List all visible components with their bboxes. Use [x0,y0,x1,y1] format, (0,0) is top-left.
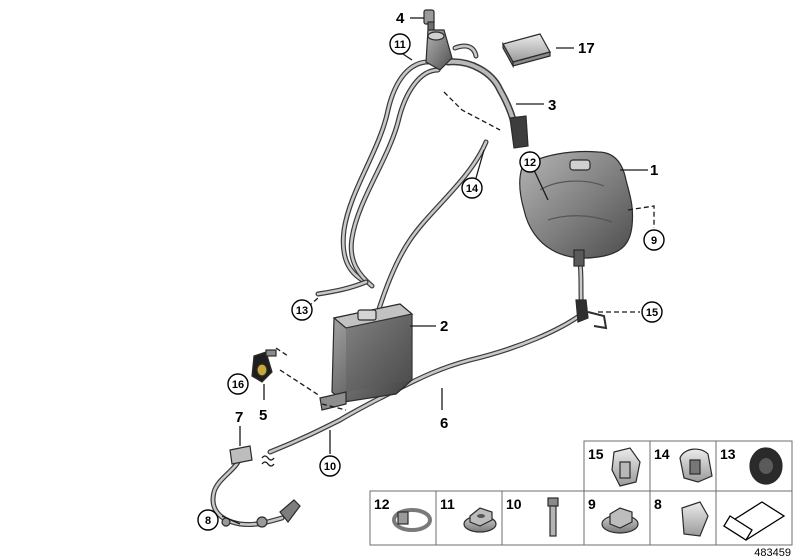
filler-head-part [425,29,453,71]
clip-15-thumb [611,447,641,487]
table-label-9: 9 [588,496,596,512]
table-label-11: 11 [440,496,455,512]
clip-14-thumb [679,448,713,483]
callout-4: 4 [396,10,405,27]
callout-16: 16 [227,373,249,395]
svg-text:12: 12 [524,157,536,169]
callout-11: 11 [389,33,411,55]
arrow-pictogram-icon [722,501,786,541]
break-marks [261,455,275,467]
callout-1: 1 [650,162,658,179]
small-parts-table: 15 14 13 12 11 10 9 8 [369,440,793,546]
table-label-12: 12 [374,496,390,512]
callout-6: 6 [440,415,448,432]
callout-3: 3 [548,97,556,114]
svg-text:14: 14 [466,183,479,195]
holder-7-part [229,445,253,465]
control-module-part [502,33,551,69]
callout-10: 10 [319,455,341,477]
callout-12: 12 [519,151,541,173]
callout-15: 15 [641,301,663,323]
hose-clamp-12-thumb [392,508,432,532]
fuel-tank-main-part [519,150,634,267]
grommet-13-thumb [749,447,783,485]
nut-11-thumb [463,507,497,533]
table-label-14: 14 [654,446,670,462]
svg-text:8: 8 [205,515,211,527]
svg-text:13: 13 [296,305,308,317]
svg-text:9: 9 [651,235,657,247]
bolt-10-thumb [547,497,559,537]
activated-carbon-tank-part [319,303,414,411]
callout-14: 14 [461,177,483,199]
svg-text:10: 10 [324,461,336,473]
filler-neck-part [509,115,529,149]
filler-cap-part [423,9,435,33]
callout-7: 7 [235,409,243,426]
table-label-8: 8 [654,496,662,512]
callout-17: 17 [578,40,595,57]
callout-2: 2 [440,318,448,335]
table-label-10: 10 [506,496,522,512]
svg-text:11: 11 [394,39,406,51]
callout-13: 13 [291,299,313,321]
nut-9-thumb [601,507,639,534]
clip-8-thumb [681,501,709,537]
callout-8: 8 [197,509,219,531]
diagram-id: 483459 [754,547,791,559]
svg-text:15: 15 [646,307,658,319]
callout-5: 5 [259,407,267,424]
table-label-13: 13 [720,446,736,462]
clip-15-part [575,299,608,330]
svg-text:16: 16 [232,379,244,391]
sensor-part [251,349,277,383]
table-label-15: 15 [588,446,604,462]
callout-9: 9 [643,229,665,251]
connector-8-part [221,499,301,528]
